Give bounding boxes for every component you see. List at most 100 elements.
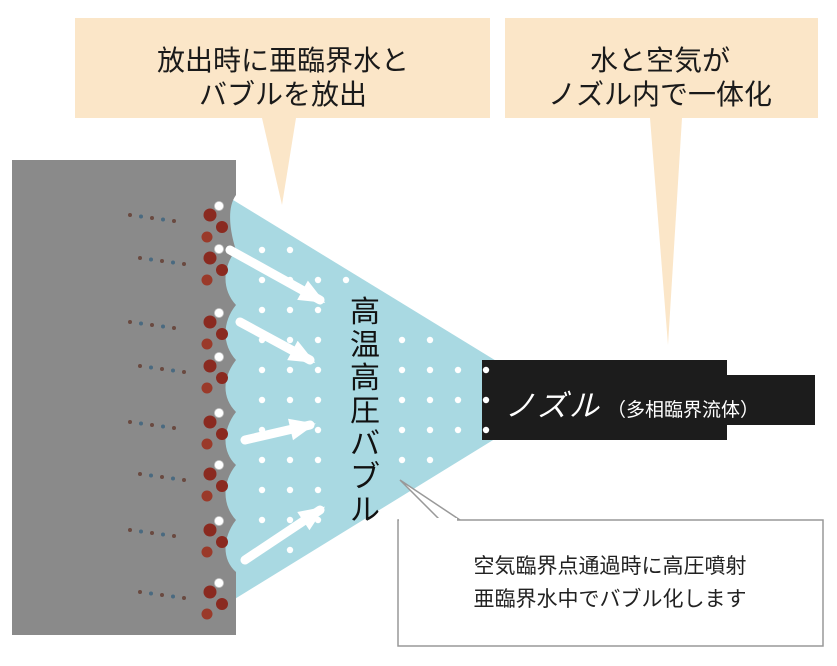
- water-particle: [203, 585, 217, 599]
- note-text: 空気臨界点通過時に高圧噴射 亜臨界水中でバブル化します: [400, 550, 820, 616]
- particle-dot: [149, 473, 153, 478]
- particle-dot: [128, 420, 132, 424]
- bubble-dot: [426, 426, 434, 434]
- particle-dot: [161, 324, 165, 329]
- particle-dot: [161, 532, 165, 537]
- bubble-dot: [314, 456, 322, 464]
- air-bubble: [214, 460, 224, 470]
- particle-dot: [138, 472, 142, 476]
- bubble-dot: [398, 336, 406, 344]
- particle-dot: [171, 476, 175, 481]
- particle-dot: [128, 320, 132, 324]
- bubble-dot: [258, 306, 266, 314]
- water-particle: [201, 274, 213, 286]
- particle-dot: [172, 426, 176, 430]
- bubble-dot: [314, 366, 322, 374]
- nozzle-body: [482, 360, 727, 440]
- bubble-dot: [286, 396, 294, 404]
- bubble-dot: [342, 276, 350, 284]
- note-box: [397, 519, 824, 647]
- note-pointer: [399, 479, 463, 521]
- jet-arrowhead: [288, 418, 316, 441]
- bubble-dot: [454, 396, 462, 404]
- note-pointer-join: [399, 518, 457, 522]
- particle-dot: [138, 364, 142, 368]
- bubble-vertical-label: 高 温 高 圧 バ ブ ル: [345, 296, 385, 527]
- bubble-dot: [286, 306, 294, 314]
- particle-dot: [171, 260, 175, 265]
- bubble-label-char: ル: [350, 493, 380, 528]
- callout-right-line1: 水と空気が: [589, 44, 730, 77]
- bubble-dot: [286, 516, 294, 524]
- water-particle: [216, 221, 228, 233]
- nozzle-label-main: ノズル: [505, 389, 601, 424]
- air-bubble: [214, 516, 224, 526]
- note-line1: 空気臨界点通過時に高圧噴射: [473, 554, 747, 578]
- particle-dot: [160, 367, 164, 371]
- jet-arrowhead: [297, 506, 325, 531]
- water-particle: [203, 415, 217, 429]
- particle-dot: [150, 216, 154, 220]
- bubble-dot: [398, 366, 406, 374]
- bubble-dot: [286, 546, 294, 554]
- particle-dot: [182, 370, 186, 374]
- particle-dot: [171, 594, 175, 599]
- bubble-dot: [314, 396, 322, 404]
- bubble-dot: [314, 336, 322, 344]
- water-particle: [203, 315, 217, 329]
- bubble-dot: [286, 246, 294, 254]
- water-particle: [216, 328, 228, 340]
- bubble-dot: [398, 396, 406, 404]
- particle-dot: [172, 534, 176, 538]
- bubble-label-char: 温: [350, 328, 380, 363]
- bubble-dots: [258, 246, 490, 554]
- water-particle: [203, 251, 217, 265]
- nozzle-label: ノズル （多相臨界流体）: [505, 383, 759, 431]
- bubble-dot: [286, 486, 294, 494]
- air-bubble: [214, 578, 224, 588]
- bubble-dot: [426, 366, 434, 374]
- nozzle-label-sub: （多相臨界流体）: [607, 399, 760, 421]
- water-particle: [216, 536, 228, 548]
- jet-arrowhead: [297, 280, 326, 303]
- callout-right-bubble: [505, 18, 818, 345]
- water-particle: [216, 428, 228, 440]
- bubble-dot: [258, 276, 266, 284]
- water-particle: [216, 480, 228, 492]
- water-particle: [201, 490, 213, 502]
- bubble-dot: [482, 366, 490, 374]
- particle-dot: [139, 321, 143, 326]
- water-particle: [216, 372, 228, 384]
- bubble-dot: [314, 516, 322, 524]
- water-particle: [201, 382, 213, 394]
- water-particle: [203, 523, 217, 537]
- water-particles: [128, 201, 228, 620]
- callout-left-text: 放出時に亜臨界水と バブルを放出: [88, 44, 478, 112]
- bubble-dot: [258, 426, 266, 434]
- water-particle: [201, 338, 213, 350]
- grey-surface: [12, 160, 236, 635]
- water-particle: [216, 264, 228, 276]
- bubble-dot: [454, 426, 462, 434]
- bubble-dot: [286, 336, 294, 344]
- particle-dot: [160, 475, 164, 479]
- water-particle: [201, 608, 213, 620]
- particle-dot: [138, 256, 142, 260]
- particle-dot: [171, 368, 175, 373]
- particle-dot: [161, 424, 165, 429]
- bubble-dot: [454, 366, 462, 374]
- note-line2: 亜臨界水中でバブル化します: [473, 587, 747, 611]
- bubble-dot: [258, 456, 266, 464]
- particle-dot: [172, 326, 176, 330]
- air-bubble: [214, 201, 224, 211]
- bubble-dot: [258, 366, 266, 374]
- air-bubble: [214, 244, 224, 254]
- particle-dot: [139, 421, 143, 426]
- particle-dot: [128, 528, 132, 532]
- air-bubble: [214, 352, 224, 362]
- bubble-dot: [426, 456, 434, 464]
- particle-dot: [172, 219, 176, 223]
- bubble-label-char: 高: [350, 295, 380, 330]
- bubble-dot: [398, 426, 406, 434]
